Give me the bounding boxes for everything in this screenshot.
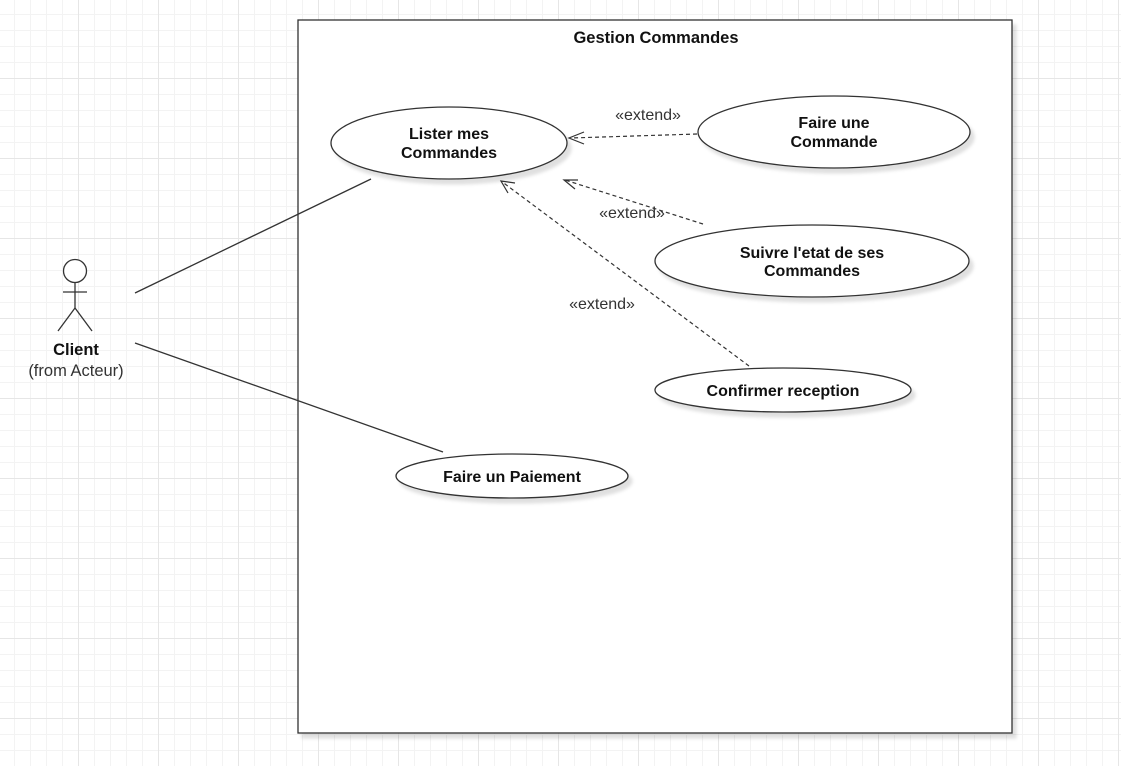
usecase-faire-commande-line1: Faire une [798, 115, 869, 132]
extend-suivre[interactable] [562, 179, 704, 225]
usecase-suivre-line1: Suivre l'etat de ses [740, 245, 884, 262]
extend-label-3: «extend» [569, 296, 635, 313]
extend-confirmer[interactable] [499, 180, 750, 367]
actor-head [62, 258, 88, 284]
usecase-faire-commande[interactable]: Faire une Commande [697, 95, 971, 169]
association-client-paiement[interactable] [134, 342, 444, 453]
system-title: Gestion Commandes [573, 29, 738, 47]
usecase-paiement-label: Faire un Paiement [443, 469, 581, 486]
actor-stereotype: (from Acteur) [28, 362, 123, 380]
association-client-lister[interactable] [134, 178, 372, 294]
actor-client[interactable] [57, 258, 93, 332]
usecase-suivre-line2: Commandes [764, 263, 860, 280]
actor-name: Client [53, 341, 99, 359]
usecase-lister-line2: Commandes [401, 145, 497, 162]
usecase-lister-commandes[interactable]: Lister mes Commandes [330, 106, 568, 180]
usecase-lister-line1: Lister mes [409, 126, 489, 143]
usecase-faire-paiement[interactable]: Faire un Paiement [395, 453, 629, 499]
usecase-confirmer-label: Confirmer reception [707, 383, 860, 400]
usecase-faire-commande-line2: Commande [790, 134, 877, 151]
usecase-confirmer-reception[interactable]: Confirmer reception [654, 367, 912, 413]
extend-label-1: «extend» [615, 107, 681, 124]
usecase-suivre-etat[interactable]: Suivre l'etat de ses Commandes [654, 224, 970, 298]
extend-faire-commande[interactable] [567, 131, 698, 145]
extend-label-2: «extend» [599, 205, 665, 222]
